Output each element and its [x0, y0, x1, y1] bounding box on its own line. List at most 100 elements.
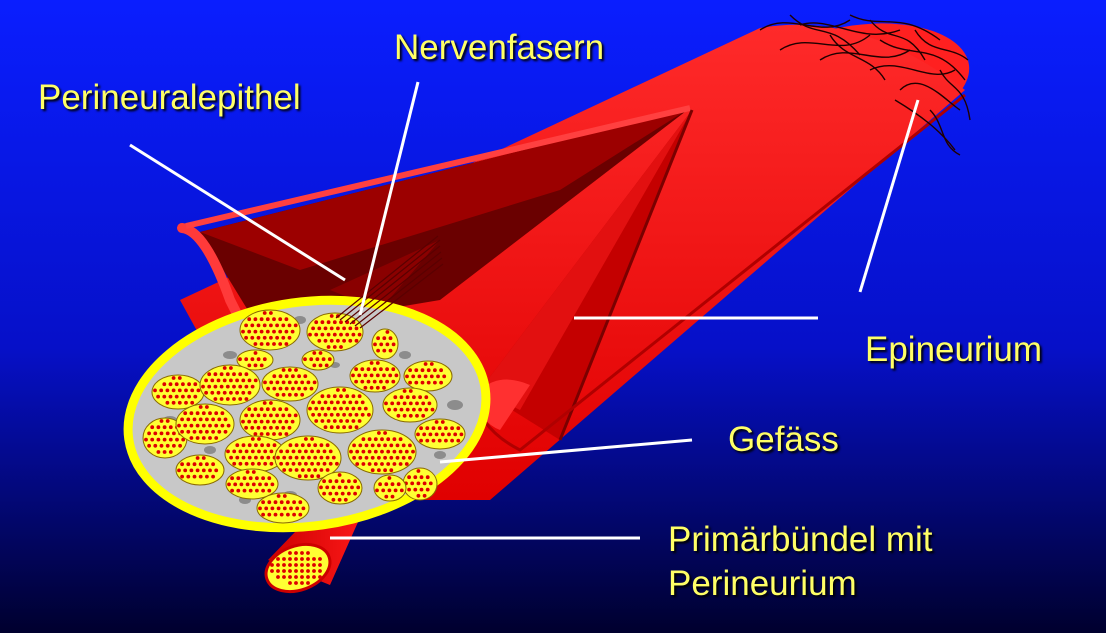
nerve-fiber-dot [421, 402, 425, 406]
nerve-fiber-dot [160, 419, 164, 423]
fascicle [200, 365, 260, 405]
nerve-fiber-dot [254, 407, 258, 411]
nerve-fiber-dot [263, 426, 267, 430]
nerve-fiber-dot [336, 413, 340, 417]
nerve-fiber-dot [390, 402, 394, 406]
nerve-fiber-dot [413, 488, 417, 492]
nerve-fiber-dot [353, 492, 357, 496]
nerve-fiber-dot [339, 345, 343, 349]
nerve-fiber-dot [199, 418, 203, 422]
fascicle [318, 472, 362, 504]
nerve-fiber-dot [436, 375, 440, 379]
fascicle [176, 455, 224, 485]
nerve-fiber-dot [339, 394, 343, 398]
nerve-fiber-dot [365, 444, 369, 448]
nerve-fiber-dot [193, 462, 197, 466]
nerve-fiber-dot [329, 462, 333, 466]
nerve-fiber-dot [254, 432, 258, 436]
nerve-fiber-dot [272, 432, 276, 436]
nerve-fiber-dot [376, 374, 380, 378]
nerve-fiber-dot [283, 507, 287, 511]
nerve-fiber-dot [175, 438, 179, 442]
nerve-fiber-dot [285, 420, 289, 424]
nerve-fiber-dot [241, 330, 245, 334]
nerve-fiber-dot [291, 330, 295, 334]
nerve-fiber-dot [260, 420, 264, 424]
nerve-fiber-dot [317, 413, 321, 417]
nerve-fiber-dot [263, 324, 267, 328]
nerve-fiber-dot [393, 462, 397, 466]
nerve-fiber-dot [244, 414, 248, 418]
nerve-fiber-dot [251, 437, 255, 441]
nerve-fiber-dot [313, 468, 317, 472]
nerve-fiber-dot [306, 575, 310, 579]
nerve-fiber-dot [336, 388, 340, 392]
nerve-fiber-dot [354, 367, 358, 371]
nerve-fiber-dot [279, 387, 283, 391]
nerve-fiber-dot [232, 385, 236, 389]
nerve-fiber-dot [196, 411, 200, 415]
nerve-fiber-dot [247, 330, 251, 334]
nerve-fiber-dot [178, 376, 182, 380]
nerve-fiber-dot [307, 468, 311, 472]
nerve-fiber-dot [172, 401, 176, 405]
nerve-fiber-dot [332, 456, 336, 460]
nerve-fiber-dot [205, 418, 209, 422]
nerve-fiber-dot [373, 343, 377, 347]
nerve-fiber-dot [403, 402, 407, 406]
nerve-fiber-dot [275, 426, 279, 430]
nerve-fiber-dot [248, 456, 252, 460]
nerve-fiber-dot [306, 569, 310, 573]
nerve-fiber-dot [377, 468, 381, 472]
nerve-fiber-dot [382, 386, 386, 390]
nerve-fiber-dot [288, 368, 292, 372]
nerve-fiber-dot [391, 380, 395, 384]
nerve-fiber-dot [336, 327, 340, 331]
nerve-fiber-dot [257, 462, 261, 466]
nerve-fiber-dot [327, 320, 331, 324]
nerve-fiber-dot [352, 444, 356, 448]
nerve-fiber-dot [352, 419, 356, 423]
fascicle [240, 400, 300, 440]
nerve-fiber-dot [272, 420, 276, 424]
nerve-fiber-dot [169, 382, 173, 386]
nerve-fiber-dot [205, 462, 209, 466]
nerve-fiber-dot [241, 379, 245, 383]
nerve-fiber-dot [389, 456, 393, 460]
nerve-fiber-dot [324, 339, 328, 343]
nerve-fiber-dot [383, 468, 387, 472]
nerve-fiber-dot [319, 364, 323, 368]
nerve-fiber-dot [288, 581, 292, 585]
nerve-fiber-dot [364, 407, 368, 411]
nerve-fiber-dot [235, 391, 239, 395]
fascicle [240, 310, 300, 350]
nerve-fiber-dot [416, 433, 420, 437]
nerve-fiber-dot [254, 420, 258, 424]
nerve-fiber-dot [263, 414, 267, 418]
nerve-fiber-dot [450, 439, 454, 443]
nerve-fiber-dot [362, 450, 366, 454]
nerve-fiber-dot [169, 438, 173, 442]
nerve-fiber-dot [226, 372, 230, 376]
nerve-fiber-dot [377, 444, 381, 448]
nerve-fiber-dot [221, 424, 225, 428]
nerve-fiber-dot [409, 414, 413, 418]
nerve-fiber-dot [298, 474, 302, 478]
nerve-fiber-dot [178, 389, 182, 393]
nerve-fiber-dot [447, 433, 451, 437]
nerve-fiber-dot [426, 475, 430, 479]
nerve-fiber-dot [267, 476, 271, 480]
nerve-fiber-dot [430, 362, 434, 366]
nerve-fiber-dot [169, 425, 173, 429]
nerve-fiber-dot [292, 462, 296, 466]
nerve-fiber-dot [245, 385, 249, 389]
nerve-fiber-dot [238, 397, 242, 401]
nerve-fiber-dot [435, 433, 439, 437]
label-nervenfasern: Nervenfasern [394, 28, 604, 68]
nerve-fiber-dot [312, 575, 316, 579]
nerve-fiber-dot [347, 479, 351, 483]
nerve-fiber-dot [260, 317, 264, 321]
nerve-fiber-dot [257, 437, 261, 441]
nerve-fiber-dot [324, 401, 328, 405]
nerve-fiber-dot [307, 381, 311, 385]
